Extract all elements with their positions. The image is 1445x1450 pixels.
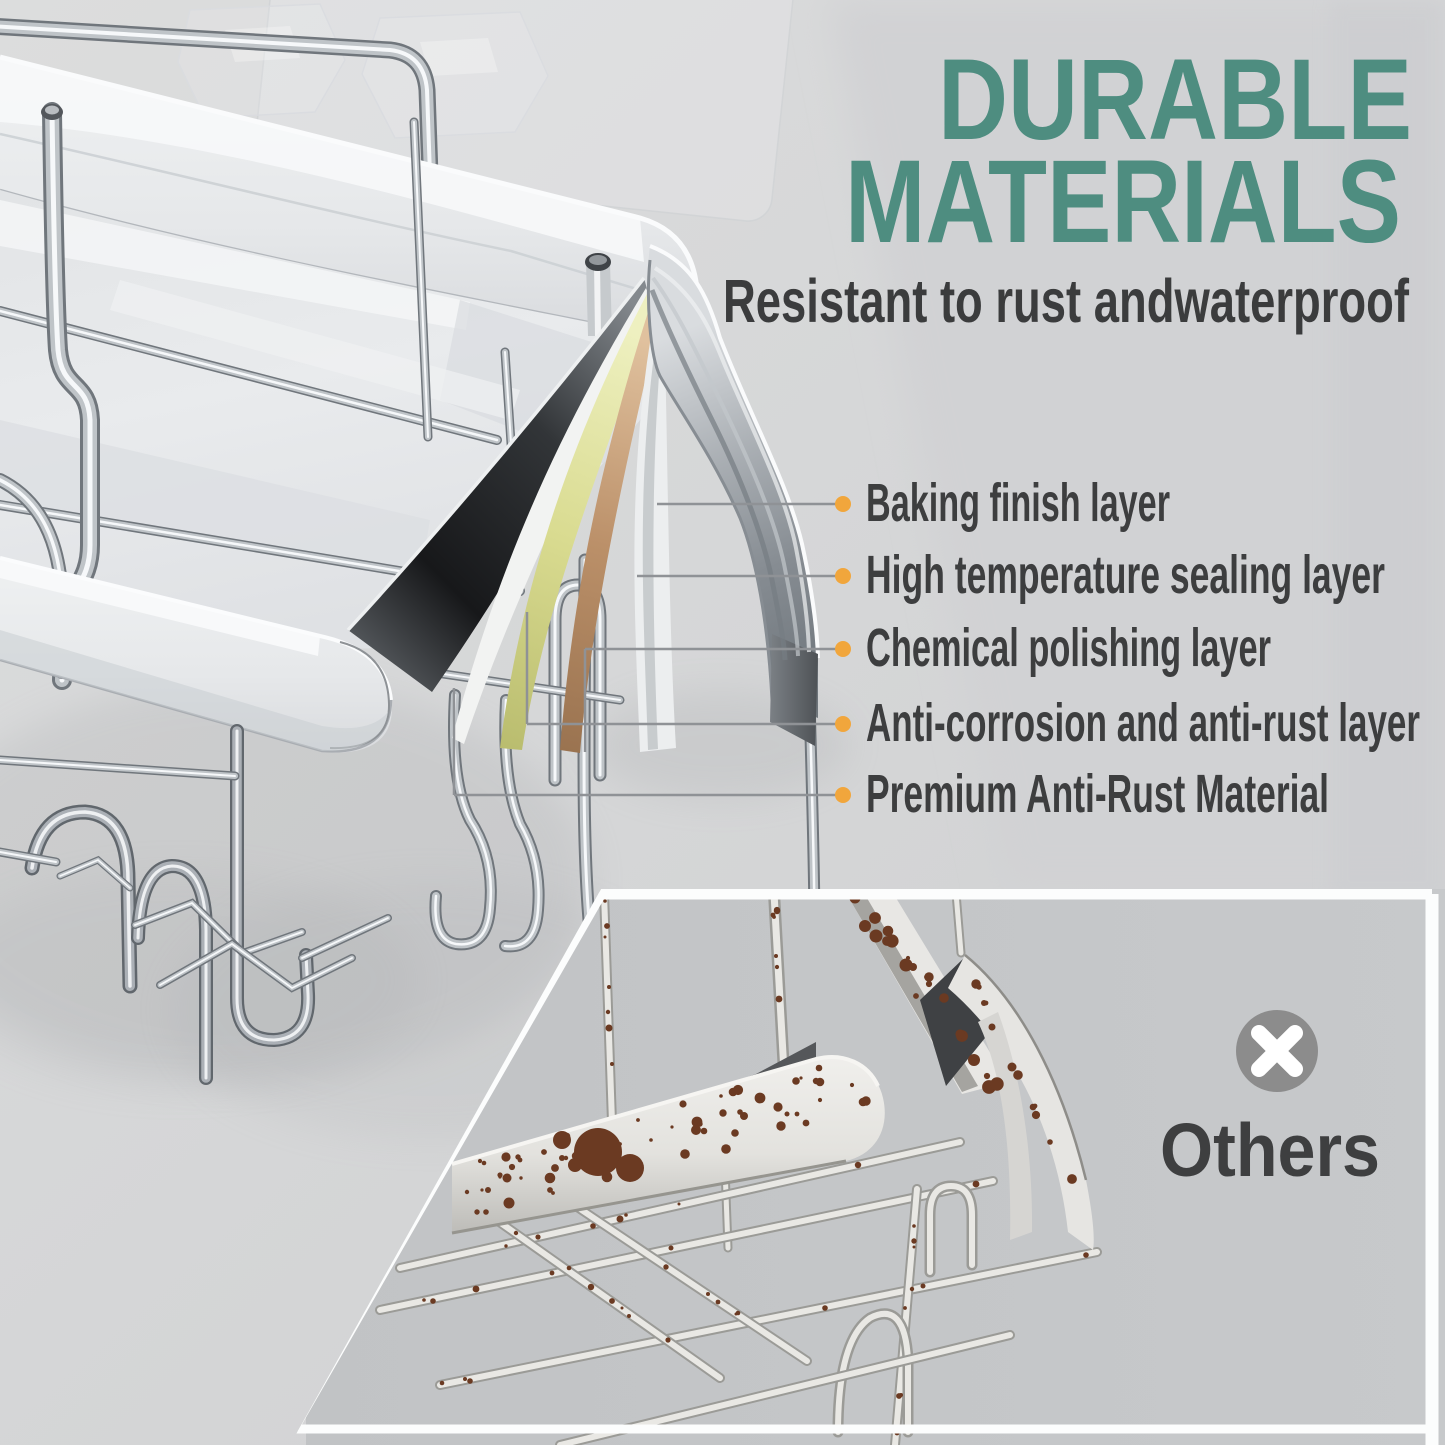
svg-text:MATERIALS: MATERIALS xyxy=(845,136,1401,268)
svg-text:High temperature sealing layer: High temperature sealing layer xyxy=(866,545,1385,605)
svg-text:DURABLE: DURABLE xyxy=(938,36,1412,164)
svg-text:Chemical polishing layer: Chemical polishing layer xyxy=(866,618,1271,678)
svg-text:Premium Anti-Rust Material: Premium Anti-Rust Material xyxy=(866,764,1329,824)
svg-text:Anti-corrosion and anti-rust l: Anti-corrosion and anti-rust layer xyxy=(866,693,1420,753)
svg-text:Others: Others xyxy=(1160,1108,1380,1192)
svg-text:Baking finish layer: Baking finish layer xyxy=(866,473,1170,533)
svg-text:Resistant to rust andwaterproo: Resistant to rust andwaterproof xyxy=(723,267,1410,335)
